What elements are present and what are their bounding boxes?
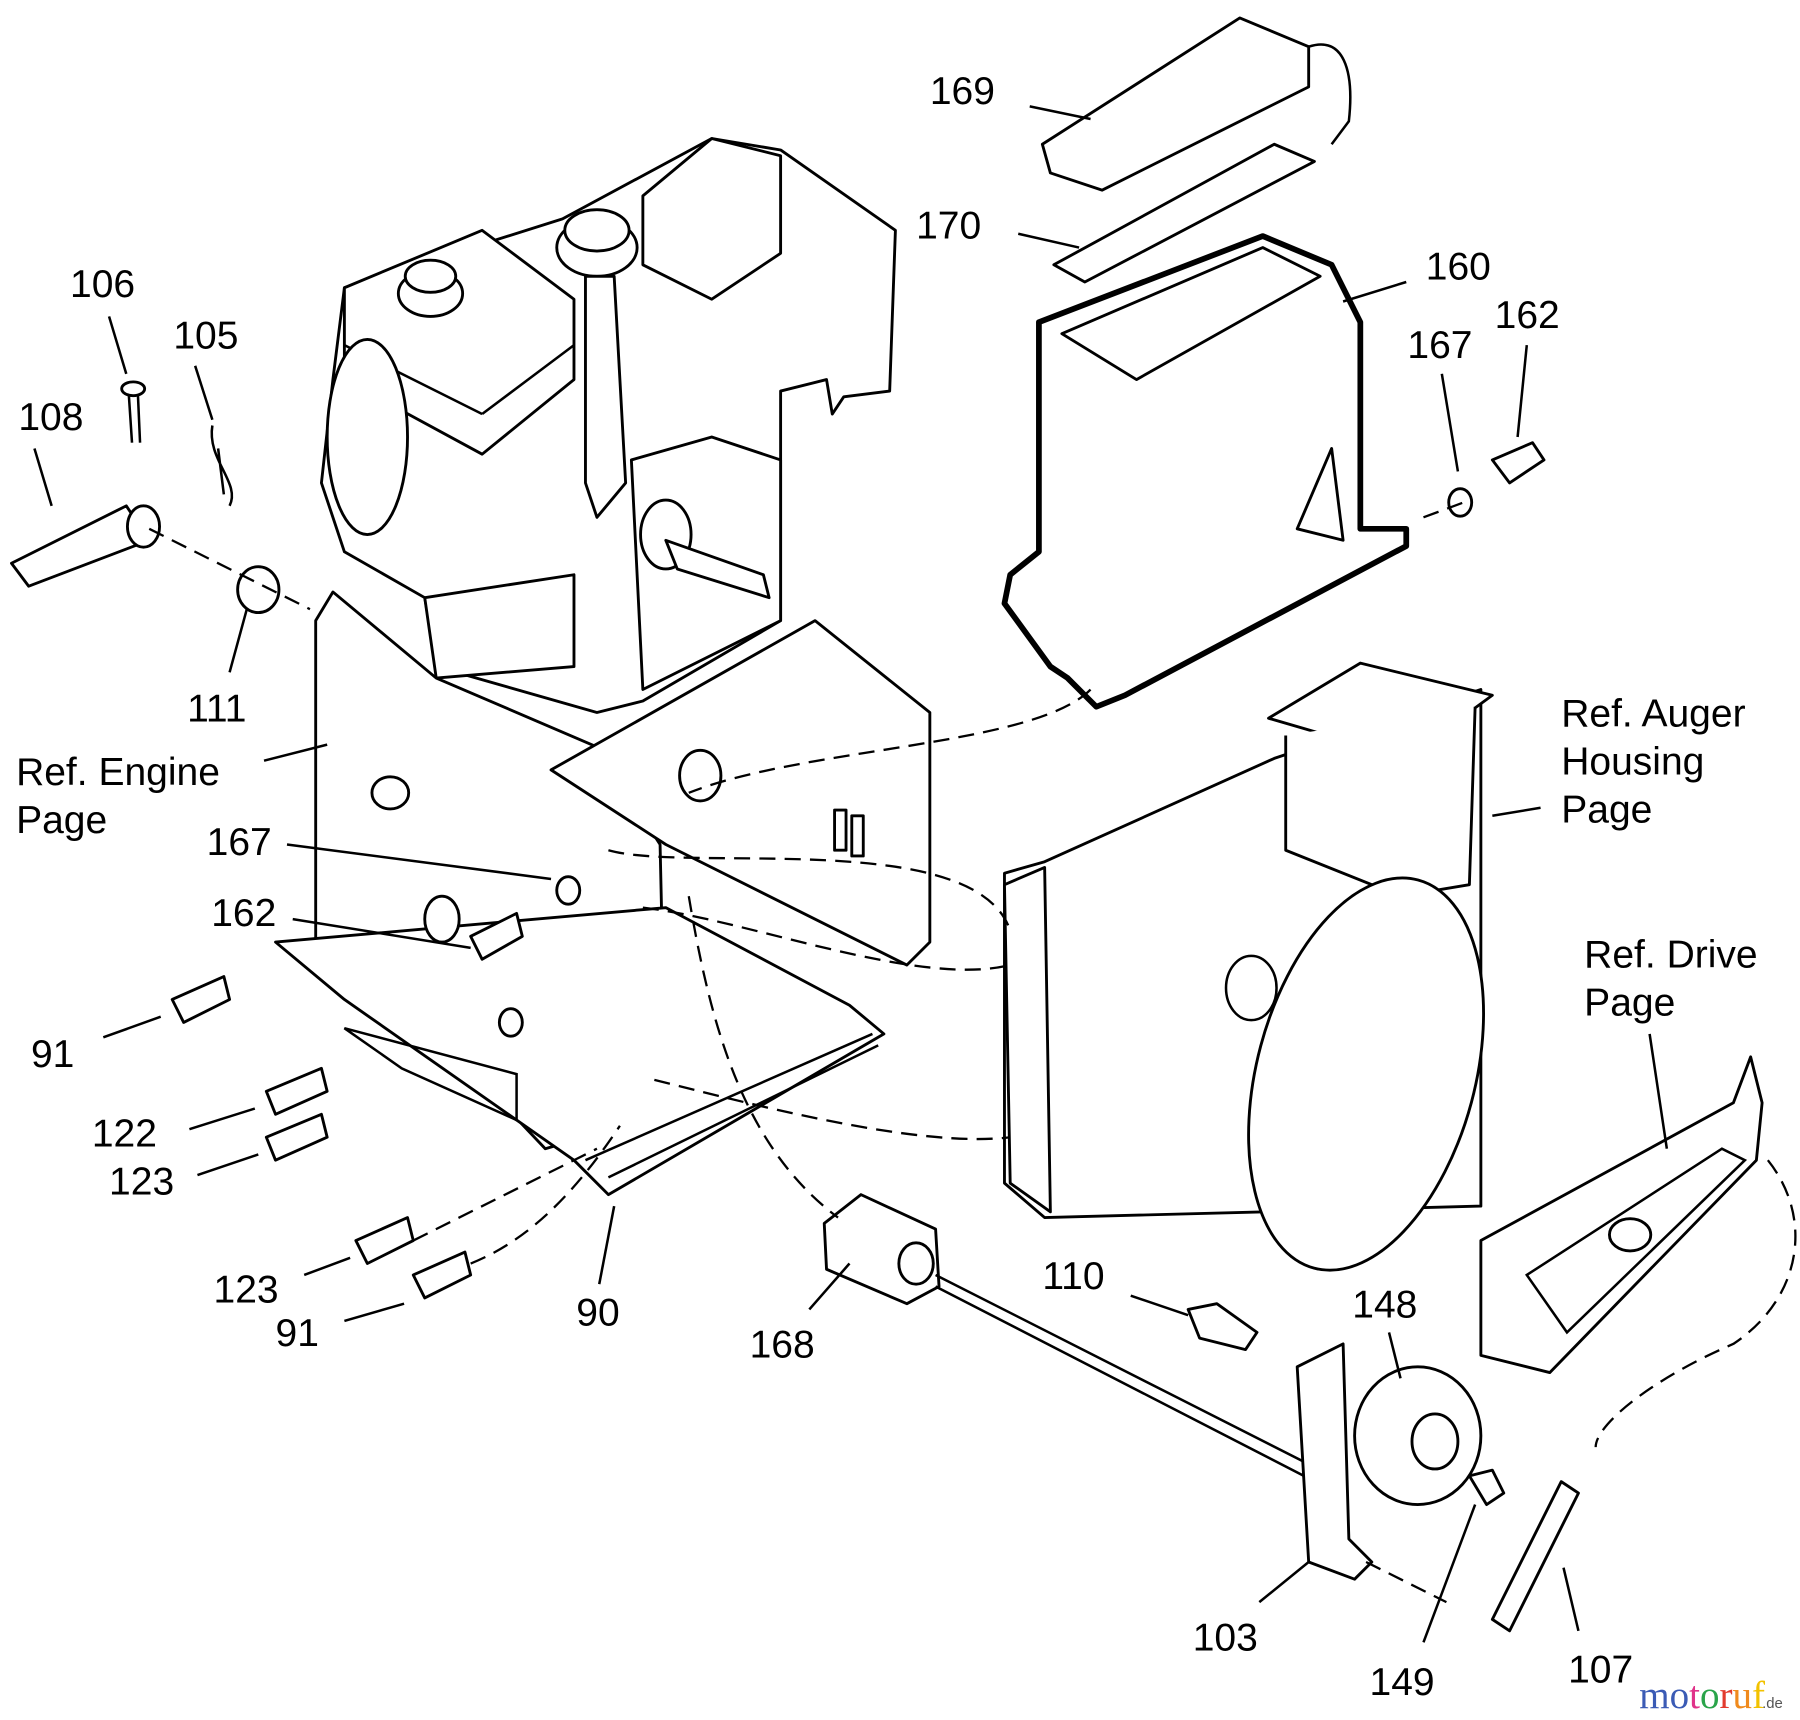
label-90: 90 (576, 1291, 619, 1334)
label-168: 168 (750, 1324, 815, 1367)
svg-text:motoruf: motoruf (1639, 1674, 1765, 1717)
ref-auger-line2: Housing (1561, 740, 1704, 783)
auger-housing (1003, 661, 1494, 1272)
label-148: 148 (1352, 1283, 1417, 1326)
ref-drive-line2: Page (1584, 982, 1675, 1025)
air-box (1001, 16, 1410, 710)
label-170: 170 (916, 204, 981, 247)
label-169: 169 (930, 70, 995, 113)
lid-169 (1040, 16, 1311, 192)
label-122: 122 (92, 1112, 157, 1155)
ref-engine-line2: Page (16, 799, 107, 842)
label-106: 106 (70, 263, 135, 306)
part-labels: 169 170 160 162 167 106 105 108 111 Ref.… (16, 70, 1758, 1704)
label-162: 162 (1495, 294, 1560, 337)
svg-text:.de: .de (1762, 1695, 1783, 1712)
ref-engine-line1: Ref. Engine (16, 751, 220, 794)
ref-drive-line1: Ref. Drive (1584, 933, 1757, 976)
label-91: 91 (276, 1312, 319, 1355)
label-149: 149 (1370, 1661, 1435, 1704)
label-110: 110 (1042, 1255, 1104, 1298)
label-107: 107 (1568, 1649, 1633, 1692)
label-162: 162 (211, 892, 276, 935)
ref-auger-line3: Page (1561, 789, 1652, 832)
leader-lines (33, 105, 1669, 1643)
label-103: 103 (1193, 1616, 1258, 1659)
assembly-paths (148, 501, 1797, 1604)
label-108: 108 (18, 396, 83, 439)
label-91: 91 (31, 1033, 74, 1076)
label-167: 167 (1407, 324, 1472, 367)
ref-auger-line1: Ref. Auger (1561, 692, 1745, 735)
label-160: 160 (1426, 246, 1491, 289)
label-105: 105 (173, 315, 238, 358)
spring-107 (1490, 1480, 1580, 1633)
label-167: 167 (207, 821, 272, 864)
drive-bracket (1479, 1055, 1764, 1374)
label-123: 123 (109, 1161, 174, 1204)
label-111: 111 (187, 688, 246, 731)
label-123: 123 (214, 1269, 279, 1312)
filter-170 (1052, 142, 1316, 284)
engine (319, 137, 897, 714)
watermark-logo: motoruf .de (1639, 1674, 1783, 1717)
